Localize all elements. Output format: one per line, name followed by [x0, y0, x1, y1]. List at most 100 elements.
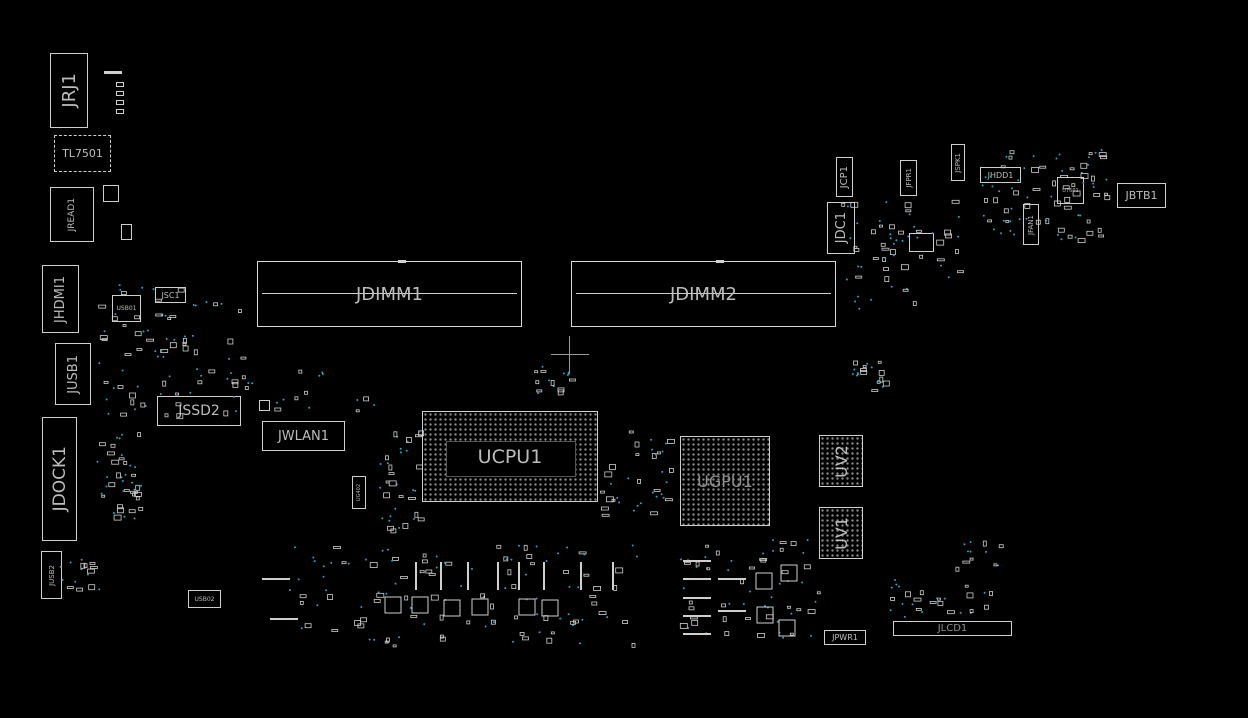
processor-ucpu1[interactable]: UCPU1 — [422, 411, 598, 502]
passive-component — [609, 464, 616, 470]
via — [282, 398, 285, 401]
chip-u7601[interactable]: U7601 — [1057, 177, 1084, 204]
connector-jhdd1[interactable]: JHDD1 — [980, 167, 1021, 183]
via — [695, 566, 698, 568]
via — [854, 300, 856, 303]
connector-jlcd1[interactable]: JLCD1 — [893, 621, 1012, 636]
transformer-tl7501[interactable]: TL7501 — [54, 135, 111, 172]
chip-ug402[interactable]: UG402 — [352, 476, 366, 509]
passive-component — [984, 197, 988, 203]
passive-component — [237, 309, 242, 314]
passive-component — [936, 239, 945, 246]
via — [142, 330, 145, 333]
passive-component — [76, 587, 83, 592]
via — [133, 491, 136, 493]
passive-component — [989, 591, 993, 596]
passive-component — [937, 597, 941, 601]
connector-jdc1[interactable]: JDC1 — [827, 202, 855, 254]
memory-slot-jdimm1[interactable]: JDIMM1 — [257, 260, 522, 327]
connector-jusb1[interactable]: JUSB1 — [55, 343, 91, 405]
via — [122, 490, 125, 493]
via — [730, 559, 733, 562]
passive-component — [1039, 165, 1047, 169]
connector-jfpr1[interactable]: JFPR1 — [900, 160, 917, 196]
passive-component — [984, 604, 989, 610]
passive-component — [540, 369, 547, 373]
memory-chip-uv2[interactable]: UV2 — [819, 435, 863, 487]
via — [168, 375, 171, 378]
via — [651, 491, 654, 494]
passive-component — [611, 498, 616, 502]
chip-usb02[interactable]: USB02 — [188, 590, 221, 608]
passive-component — [130, 399, 135, 406]
passive-component — [421, 559, 428, 564]
connector-jwlan1[interactable]: JWLAN1 — [262, 421, 345, 451]
connector-jusb2[interactable]: JUSB2 — [41, 551, 62, 599]
via — [535, 597, 538, 600]
passive-component — [936, 258, 945, 262]
graphics-chip-ugpu1[interactable]: UGPU1 — [680, 436, 770, 526]
passive-component — [937, 601, 944, 606]
inductor-bar — [580, 562, 582, 590]
passive-component — [1003, 208, 1009, 214]
connector-jssd2[interactable]: JSSD2 — [157, 396, 241, 426]
passive-component — [244, 386, 249, 390]
square-component — [471, 598, 489, 616]
jrj1-pins — [104, 71, 124, 115]
connector-jfan1[interactable]: JFAN1 — [1023, 204, 1039, 245]
connector-jrj1[interactable]: JRJ1 — [50, 53, 88, 128]
passive-component — [855, 275, 863, 279]
passive-component — [135, 484, 141, 491]
passive-component — [705, 544, 709, 548]
resistor-bar — [683, 597, 711, 599]
passive-component — [402, 523, 409, 529]
passive-component — [1088, 152, 1093, 156]
via — [134, 466, 137, 469]
memory-chip-uv1[interactable]: UV1 — [819, 507, 863, 559]
passive-component — [882, 380, 890, 387]
connector-jread1[interactable]: JREAD1 — [50, 187, 94, 242]
via — [388, 519, 391, 522]
passive-component — [1098, 152, 1107, 158]
passive-component — [569, 378, 576, 382]
passive-component — [902, 288, 909, 292]
via — [412, 489, 415, 492]
via — [518, 544, 520, 547]
passive-component — [83, 563, 88, 568]
connector-jhdmi1[interactable]: JHDMI1 — [42, 265, 79, 333]
passive-component — [557, 387, 565, 393]
via — [1055, 157, 1058, 160]
passive-component — [913, 597, 922, 602]
connector-jsc1[interactable]: JSC1 — [155, 287, 186, 303]
via — [205, 301, 208, 304]
via — [627, 477, 630, 480]
label-uv2: UV2 — [831, 444, 851, 478]
connector-jdock1[interactable]: JDOCK1 — [42, 417, 77, 541]
connector-jspk1[interactable]: JSPK1 — [951, 144, 965, 181]
passive-component — [87, 568, 95, 574]
label-ugpu1: UGPU1 — [697, 471, 753, 491]
via — [856, 372, 859, 375]
via — [742, 603, 745, 605]
via — [810, 634, 812, 637]
passive-component — [955, 249, 959, 254]
via — [856, 295, 859, 298]
passive-component — [1104, 192, 1108, 196]
connector-jbtb1[interactable]: JBTB1 — [1117, 183, 1166, 208]
via — [96, 460, 99, 463]
memory-slot-jdimm2[interactable]: JDIMM2 — [571, 260, 836, 327]
label-jusb1: JUSB1 — [65, 354, 81, 394]
chip-usb01[interactable]: USB01 — [112, 295, 141, 322]
passive-component — [789, 632, 794, 636]
label-jpwr1: JPWR1 — [832, 633, 858, 642]
passive-component — [944, 229, 951, 236]
via — [105, 485, 108, 488]
connector-jcp1[interactable]: JCP1 — [836, 157, 853, 197]
connector-jpwr1[interactable]: JPWR1 — [824, 630, 866, 645]
via — [687, 559, 689, 562]
via — [967, 550, 969, 553]
passive-component — [1086, 230, 1094, 236]
passive-component — [131, 473, 137, 477]
passive-component — [360, 617, 367, 623]
passive-component — [123, 460, 128, 465]
